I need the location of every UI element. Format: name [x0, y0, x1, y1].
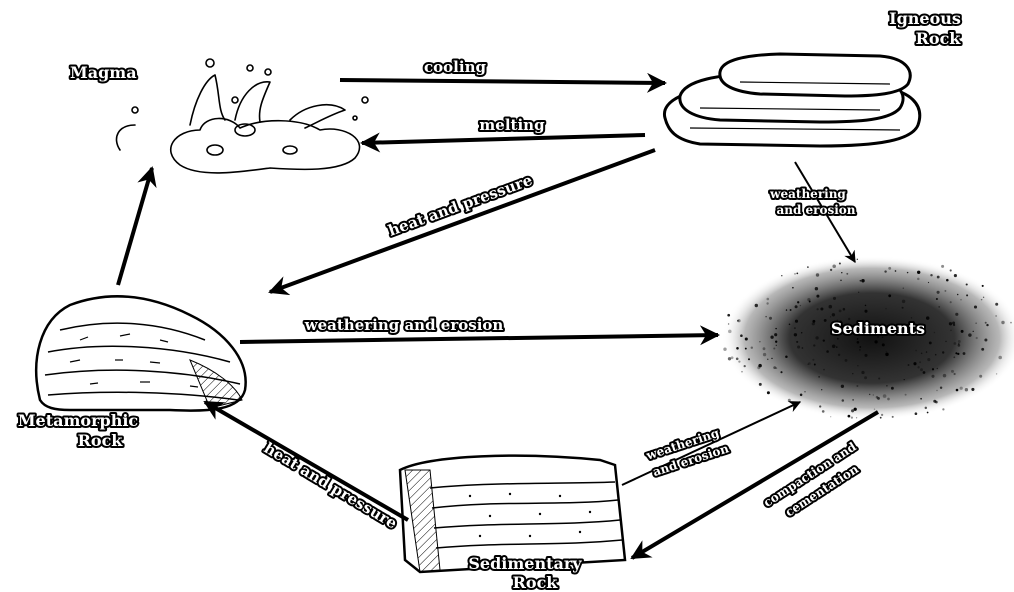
melting-arrow: [360, 132, 646, 153]
igneous-label-line2: Rock: [916, 29, 962, 48]
magma-label: Magma: [70, 63, 137, 82]
weathering-metamorphic-arrow: [239, 325, 720, 346]
sedimentary-label-line1: Sedimentary: [468, 554, 582, 573]
igneous-rock-illustration: [663, 52, 922, 148]
sediments-label: Sediments: [831, 319, 925, 338]
heat-pressure-top-label: heat and pressure: [386, 171, 535, 240]
sediments-illustration: [722, 256, 1014, 420]
compaction-arrow: [630, 410, 880, 560]
weathering-igneous-label-line2: and erosion: [776, 203, 855, 217]
sedimentary-label-line2: Rock: [513, 573, 559, 592]
metamorphic-label-line1: Metamorphic: [18, 411, 139, 430]
cooling-arrow: [339, 72, 667, 93]
sedimentary-rock-illustration: [398, 454, 627, 574]
weathering-sedimentary-arrow: [621, 401, 802, 486]
weathering-metamorphic-label: weathering and erosion: [304, 316, 504, 334]
metamorphic-label-line2: Rock: [78, 431, 124, 450]
magma-splash-illustration: [115, 58, 369, 174]
igneous-label-line1: Igneous: [889, 9, 961, 28]
cooling-label: cooling: [424, 58, 486, 76]
weathering-igneous-arrow: [794, 161, 856, 264]
melting-label: melting: [479, 116, 545, 134]
metamorphic-to-magma-arrow: [116, 166, 157, 286]
heat-pressure-bottom-arrow: [203, 400, 410, 522]
weathering-igneous-label-line1: weathering: [769, 187, 846, 201]
heat-pressure-top-arrow: [268, 148, 656, 296]
heat-pressure-bottom-label: heat and pressure: [261, 439, 400, 533]
metamorphic-rock-illustration: [35, 295, 247, 412]
